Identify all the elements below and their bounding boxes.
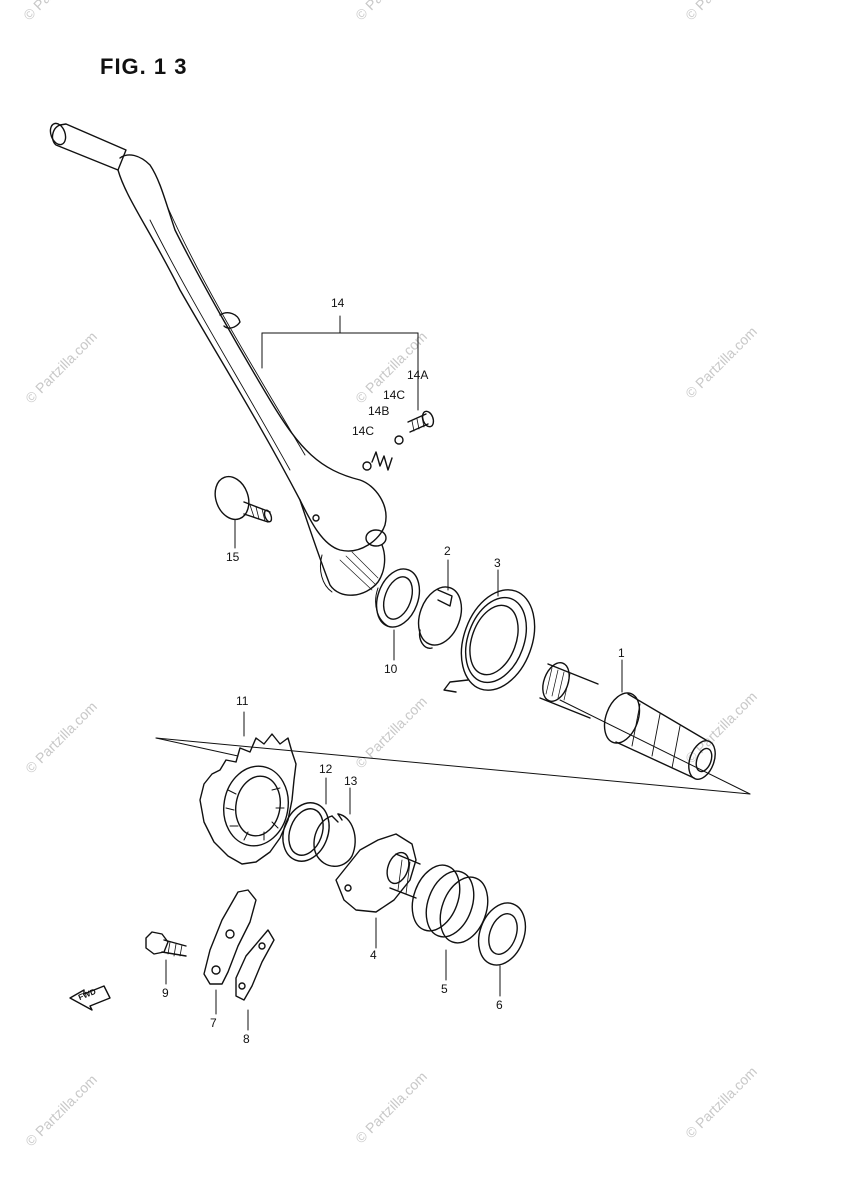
part-label-14c-top: 14C (383, 388, 406, 402)
part-label-15: 15 (226, 550, 240, 564)
kick-starter-shaft-1 (539, 659, 716, 780)
ball-14c-top (394, 435, 404, 445)
part-label-3: 3 (494, 556, 501, 570)
return-spring-3 (443, 569, 536, 693)
kick-starter-gear-11 (199, 711, 297, 865)
part-label-14a: 14A (407, 368, 429, 382)
part-label-2: 2 (444, 544, 451, 558)
part-label-9: 9 (162, 986, 169, 1000)
part-label-14c-bottom: 14C (352, 424, 375, 438)
figure-title: FIG. 1 3 (100, 54, 188, 79)
part-label-10: 10 (384, 662, 398, 676)
forward-arrow-icon (69, 985, 111, 1011)
part-label-1: 1 (618, 646, 625, 660)
circlip-13 (313, 787, 356, 867)
part-label-4: 4 (370, 948, 377, 962)
kick-starter-lever (49, 122, 387, 596)
part-label-7: 7 (210, 1016, 217, 1030)
guide-plate-7 (203, 889, 257, 1015)
part-label-6: 6 (496, 998, 503, 1012)
part-label-13: 13 (344, 774, 358, 788)
spring-14b (371, 451, 393, 471)
washer-6 (477, 902, 527, 997)
bolt-9 (145, 931, 187, 985)
part-label-5: 5 (441, 982, 448, 996)
assembly-axis-lines (155, 699, 751, 795)
leader-14 (261, 315, 419, 411)
part-label-8: 8 (243, 1032, 250, 1046)
oil-seal-10 (375, 568, 421, 661)
ratchet-4 (335, 833, 421, 949)
part-label-14: 14 (331, 296, 345, 310)
part-label-11: 11 (236, 694, 249, 708)
washer-12 (282, 777, 330, 862)
bolt-14a (407, 410, 435, 433)
ball-14c-bottom (362, 461, 372, 471)
part-label-12: 12 (319, 762, 333, 776)
ratchet-spring-5 (411, 864, 489, 981)
spring-guide-2 (417, 559, 463, 649)
lock-washer-8 (235, 929, 275, 1031)
bolt-15 (214, 475, 273, 549)
part-label-14b: 14B (368, 404, 390, 418)
